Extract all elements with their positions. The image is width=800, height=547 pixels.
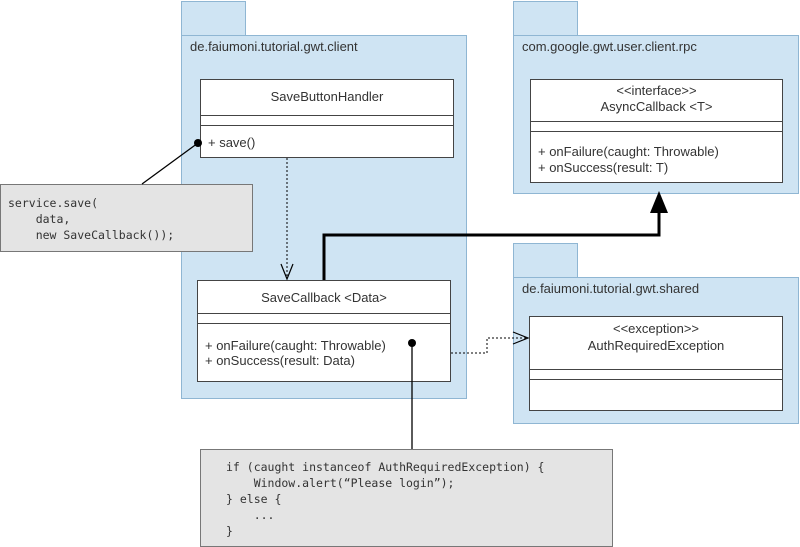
package-rpc-tab	[513, 1, 578, 36]
class-save-callback: SaveCallback <Data> + onFailure(caught: …	[197, 280, 451, 382]
class-divider	[201, 115, 453, 116]
package-rpc-label: com.google.gwt.user.client.rpc	[522, 39, 697, 54]
class-divider	[531, 131, 782, 132]
class-divider	[198, 323, 450, 324]
class-save-button-handler-name: SaveButtonHandler	[270, 89, 384, 104]
class-divider	[201, 125, 453, 126]
note-save-call-code: service.save( data, new SaveCallback());	[8, 196, 175, 242]
note-on-failure-code: if (caught instanceof AuthRequiredExcept…	[226, 460, 545, 538]
class-async-callback-op-failure: + onFailure(caught: Throwable)	[538, 144, 719, 159]
anchor-dot-save	[194, 139, 202, 147]
dependency-line-callback-to-exception	[451, 337, 527, 354]
class-async-callback-name: AsyncCallback <T>	[600, 99, 713, 114]
class-save-callback-op-success: + onSuccess(result: Data)	[205, 353, 355, 368]
class-divider	[530, 369, 782, 370]
class-save-button-handler-op: + save()	[208, 135, 256, 150]
class-divider	[198, 313, 450, 314]
package-shared-label: de.faiumoni.tutorial.gwt.shared	[522, 281, 700, 296]
class-divider	[530, 379, 782, 380]
class-auth-required-exception-name: AuthRequiredException	[587, 338, 725, 353]
anchor-dot-on-failure	[408, 339, 416, 347]
class-async-callback-stereotype: <<interface>>	[616, 83, 697, 98]
class-save-button-handler: SaveButtonHandler + save()	[200, 79, 454, 158]
note-save-call: service.save( data, new SaveCallback());	[0, 184, 253, 252]
generalization-arrowhead	[650, 191, 668, 213]
note-anchor-line-save	[141, 142, 199, 185]
package-client-label: de.faiumoni.tutorial.gwt.client	[190, 39, 358, 54]
dependency-arrowhead-callback-to-exception	[512, 331, 530, 345]
class-divider	[531, 121, 782, 122]
class-save-callback-op-failure: + onFailure(caught: Throwable)	[205, 338, 386, 353]
class-auth-required-exception: <<exception>> AuthRequiredException	[529, 316, 783, 411]
package-client-tab	[181, 1, 246, 36]
class-save-callback-name: SaveCallback <Data>	[261, 290, 387, 305]
class-async-callback: <<interface>> AsyncCallback <T> + onFail…	[530, 79, 783, 183]
generalization-line	[322, 208, 661, 280]
class-auth-required-exception-stereotype: <<exception>>	[612, 321, 700, 336]
dependency-arrowhead-handler-to-callback	[280, 263, 294, 281]
class-async-callback-op-success: + onSuccess(result: T)	[538, 160, 669, 175]
